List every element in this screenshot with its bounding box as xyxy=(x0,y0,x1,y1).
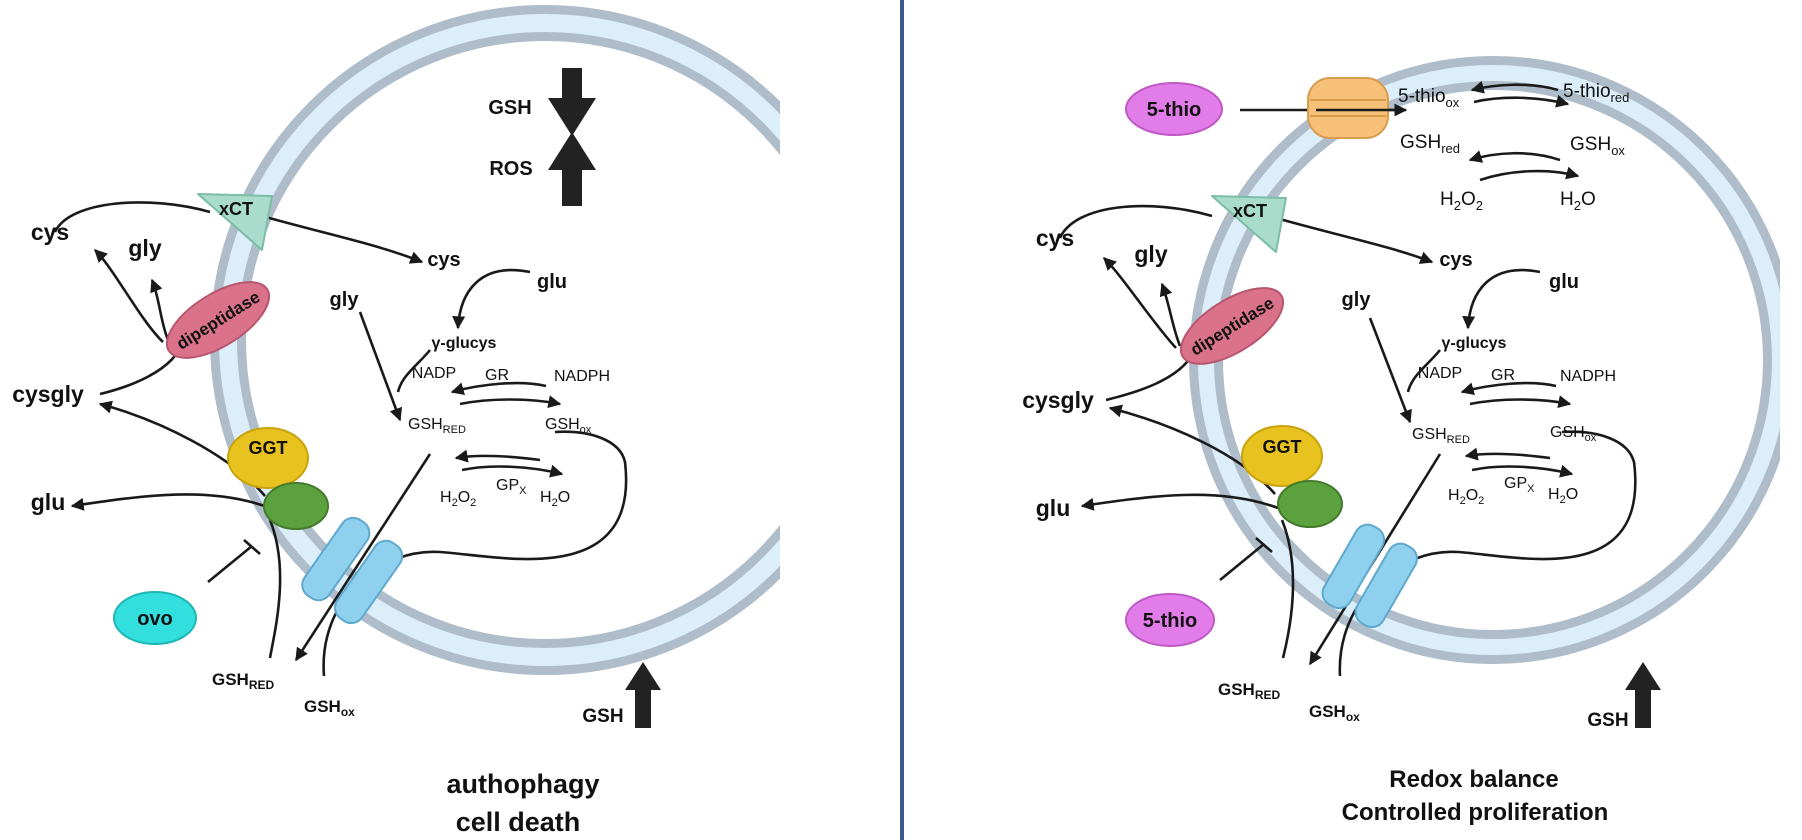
nadp-label: NADP xyxy=(412,365,456,382)
gsh-decrease-label: GSH xyxy=(488,97,531,119)
left-panel: xCT dipeptidase GGT ovo cys gly cysgly g… xyxy=(12,0,900,840)
membrane-cutout xyxy=(1780,0,1802,840)
cys-extracellular: cys xyxy=(31,219,69,245)
cys-intracellular: cys xyxy=(1439,249,1472,271)
nadp-label: NADP xyxy=(1418,365,1462,382)
cysgly-label: cysgly xyxy=(12,381,84,407)
left-outcome-line1: authophagy xyxy=(447,769,600,799)
ros-up-arrow-icon xyxy=(548,132,596,206)
ggt-enzyme-bottom xyxy=(263,482,329,530)
gsh-up-arrow-icon xyxy=(1625,662,1661,728)
glucys-label: γ-glucys xyxy=(432,335,497,352)
dipeptidase-enzyme xyxy=(1179,287,1285,365)
gly-intracellular: gly xyxy=(330,289,360,311)
gsh-ox-top-label: GSHox xyxy=(1570,134,1625,158)
xct-transporter xyxy=(197,193,273,251)
gsh-exporter xyxy=(1321,523,1418,629)
h2o-label: H2O xyxy=(1548,486,1578,506)
nadph-label: NADPH xyxy=(1560,368,1616,385)
gsh-ox-extracellular: GSHox xyxy=(304,697,355,719)
gsh-ox-extracellular: GSHox xyxy=(1309,702,1360,724)
ggt-label: GGT xyxy=(249,438,288,458)
glu-intracellular: glu xyxy=(1549,271,1579,293)
cysgly-label: cysgly xyxy=(1022,387,1094,413)
thio-ox-label: 5-thioox xyxy=(1398,86,1460,110)
gsh-up-arrow-icon xyxy=(625,662,661,728)
gly-intracellular: gly xyxy=(1342,289,1372,311)
membrane-cutout xyxy=(780,0,900,840)
glu-intracellular: glu xyxy=(537,271,567,293)
gsh-red-intracellular: GSHRED xyxy=(1412,426,1470,446)
ggt-label: GGT xyxy=(1263,437,1302,457)
xct-transporter xyxy=(1211,195,1287,253)
ggt-enzyme-top xyxy=(1241,425,1323,487)
gr-label: GR xyxy=(1491,367,1515,384)
thio-inhibitor-label: 5-thio xyxy=(1143,610,1197,632)
glucys-label: γ-glucys xyxy=(1442,335,1507,352)
xct-label: xCT xyxy=(1233,201,1267,221)
thio-channel xyxy=(1307,77,1389,139)
thio-compound-top xyxy=(1125,82,1223,136)
thio-inhibitor xyxy=(1125,593,1215,647)
cys-extracellular: cys xyxy=(1036,225,1074,251)
gpx-label: GPX xyxy=(1504,475,1535,495)
right-outcome-line2: Controlled proliferation xyxy=(1342,799,1609,826)
gly-extracellular: gly xyxy=(128,235,161,261)
h2o-top-label: H2O xyxy=(1560,189,1596,213)
glu-extracellular: glu xyxy=(31,489,66,515)
gpx-label: GPX xyxy=(496,477,527,497)
gsh-exporter xyxy=(301,516,404,625)
ovo-inhibitor xyxy=(113,591,197,645)
gsh-increase-label: GSH xyxy=(582,706,623,727)
dipeptidase-enzyme xyxy=(165,281,271,359)
gsh-ox-intracellular: GSHox xyxy=(1550,424,1597,444)
gsh-red-extracellular: GSHRED xyxy=(212,670,275,692)
ros-increase-label: ROS xyxy=(489,158,532,180)
left-outcome-line2: cell death xyxy=(456,807,581,837)
gsh-increase-label: GSH xyxy=(1587,710,1628,731)
ggt-enzyme-bottom xyxy=(1277,480,1343,528)
gsh-red-top-label: GSHred xyxy=(1400,132,1460,156)
thio-red-label: 5-thiored xyxy=(1563,81,1629,105)
xct-label: xCT xyxy=(219,199,253,219)
glu-extracellular: glu xyxy=(1036,495,1071,521)
h2o2-label: H2O2 xyxy=(440,489,476,509)
h2o2-label: H2O2 xyxy=(1448,487,1484,507)
gr-label: GR xyxy=(485,367,509,384)
ggt-enzyme-top xyxy=(227,427,309,489)
right-outcome-line1: Redox balance xyxy=(1389,766,1558,793)
gly-extracellular: gly xyxy=(1134,241,1167,267)
gsh-red-extracellular: GSHRED xyxy=(1218,680,1281,702)
gsh-down-arrow-icon xyxy=(548,68,596,136)
nadph-label: NADPH xyxy=(554,368,610,385)
cys-intracellular: cys xyxy=(427,249,460,271)
h2o-label: H2O xyxy=(540,489,570,509)
h2o2-top-label: H2O2 xyxy=(1440,189,1483,213)
ovo-label: ovo xyxy=(137,608,173,630)
thio-top-label: 5-thio xyxy=(1147,99,1201,121)
gsh-red-intracellular: GSHRED xyxy=(408,416,466,436)
right-panel: 5-thio xCT dipeptidase GGT 5-thio 5-thio… xyxy=(1022,0,1802,840)
gsh-ox-intracellular: GSHox xyxy=(545,416,592,436)
